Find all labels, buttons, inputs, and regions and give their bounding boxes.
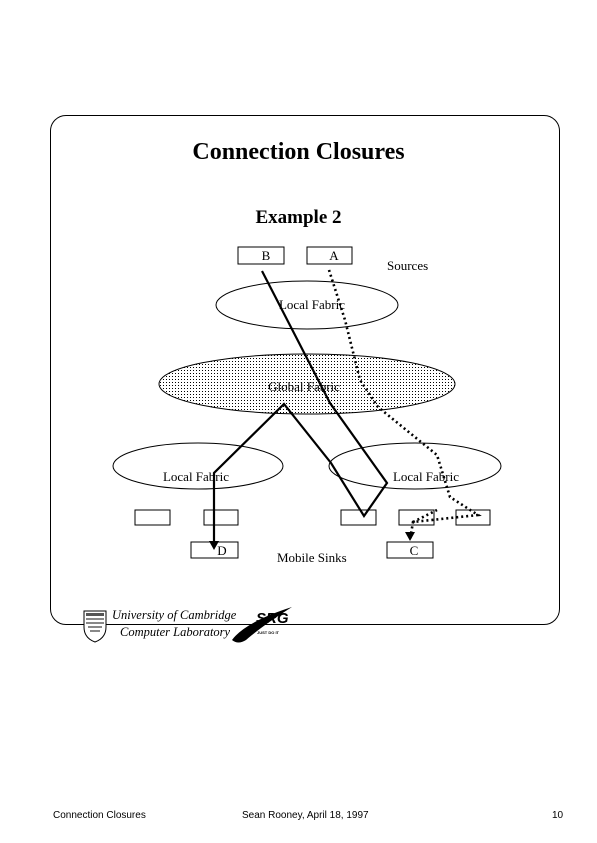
sources-label: Sources	[387, 258, 428, 273]
slide-title: Connection Closures	[192, 139, 405, 165]
solid-connection-path	[212, 270, 389, 544]
source-box-a-label: A	[329, 248, 339, 263]
university-name-line1: University of Cambridge	[112, 608, 237, 622]
arrowhead-to-c	[405, 532, 415, 541]
sink-box-c-label: C	[410, 543, 419, 558]
university-name-line2: Computer Laboratory	[120, 625, 231, 639]
right-local-fabric-label: Local Fabric	[393, 469, 459, 484]
top-local-fabric-ellipse	[215, 280, 399, 330]
sink-slot-1	[134, 509, 171, 526]
global-fabric-label: Global Fabric	[268, 379, 340, 394]
global-fabric-ellipse	[158, 353, 456, 415]
mobile-sinks-label: Mobile Sinks	[277, 550, 347, 565]
sink-slot-5	[455, 509, 491, 526]
right-local-fabric-ellipse	[328, 442, 502, 490]
srg-logo-text: SRG	[256, 610, 289, 627]
source-box-a	[306, 246, 353, 265]
sink-box-c	[386, 541, 434, 559]
top-local-fabric-label: Local Fabric	[279, 297, 345, 312]
footer-author-date: Sean Rooney, April 18, 1997	[242, 810, 369, 821]
source-box-b	[237, 246, 285, 265]
slide-subtitle: Example 2	[255, 207, 342, 228]
left-local-fabric-ellipse	[112, 442, 284, 490]
sink-slot-4	[398, 509, 435, 526]
left-local-fabric-label: Local Fabric	[163, 469, 229, 484]
sink-box-d-label: D	[217, 543, 226, 558]
sink-slot-2	[203, 509, 239, 526]
arrowhead-to-d	[209, 541, 219, 550]
footer-title: Connection Closures	[53, 810, 146, 821]
sink-slot-3	[340, 509, 377, 526]
srg-logo-tagline: JUST DO IT	[257, 630, 280, 635]
srg-swoosh-logo: SRG JUST DO IT	[232, 607, 292, 643]
source-box-b-label: B	[262, 248, 271, 263]
cambridge-crest-icon	[83, 610, 107, 643]
footer-page-number: 10	[552, 810, 564, 821]
